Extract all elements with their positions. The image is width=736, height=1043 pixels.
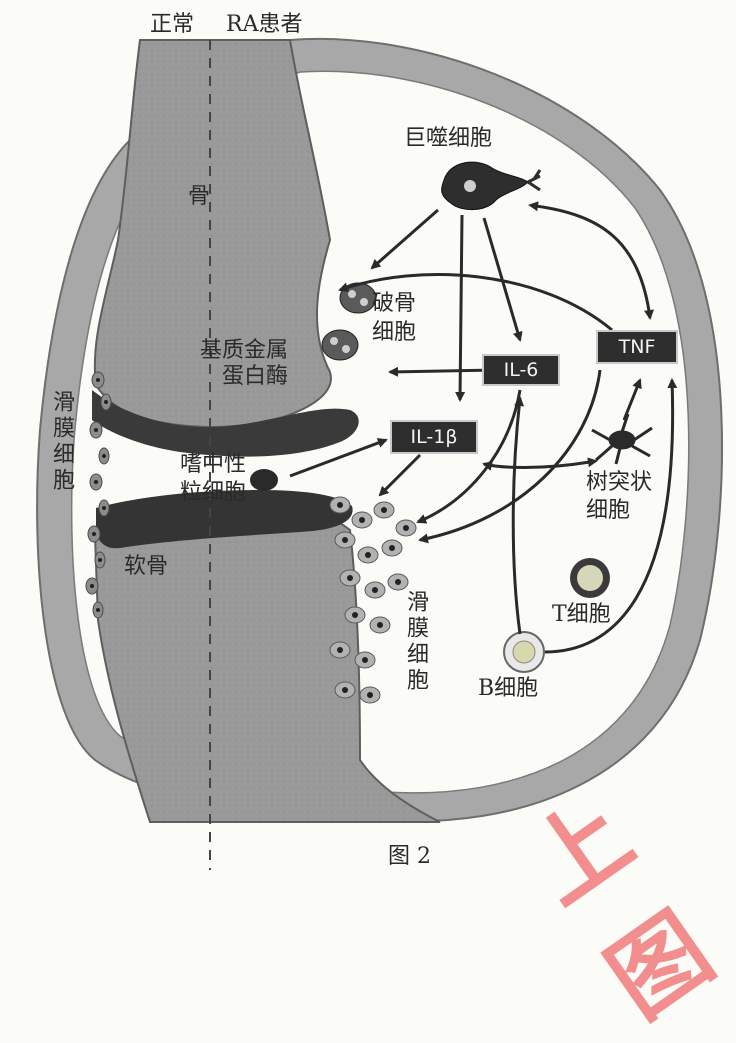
figure-caption: 图 2 [388, 846, 431, 868]
normal-label: 正常 [150, 14, 194, 36]
neutrophil-icon [250, 469, 278, 491]
neutrophil-label-line2: 粒细胞 [180, 482, 246, 504]
synovial-cells-left-label: 滑膜细胞 [50, 390, 72, 494]
cartilage-label: 软骨 [124, 556, 168, 578]
ra-patient-label: RA患者 [226, 14, 302, 36]
osteoclast-label: 破骨细胞 [372, 290, 422, 347]
il6-box: IL-6 [482, 354, 560, 386]
diagram-stage: 正常 RA患者 骨 软骨 滑膜细胞 滑膜细胞 巨噬细胞 破骨细胞 基质金属 蛋白… [0, 0, 736, 875]
synovial-cells-right-label: 滑膜细胞 [404, 590, 426, 694]
b-cell-label: B细胞 [478, 678, 538, 700]
mmp-label-line1: 基质金属 [200, 340, 288, 362]
b-cell-icon [504, 632, 544, 672]
macrophage-label: 巨噬细胞 [404, 128, 492, 150]
upper-bone [95, 40, 331, 427]
tnf-box: TNF [596, 330, 678, 364]
bone-label: 骨 [188, 186, 210, 208]
t-cell-label: T细胞 [552, 604, 611, 626]
il1b-box: IL-1β [390, 420, 478, 454]
dendritic-label-line1: 树突状 [586, 472, 652, 494]
t-cell-icon [570, 558, 610, 598]
neutrophil-label-line1: 嗜中性 [180, 454, 246, 476]
mmp-label-line2: 蛋白酶 [222, 366, 288, 388]
dendritic-label-line2: 细胞 [586, 500, 630, 522]
